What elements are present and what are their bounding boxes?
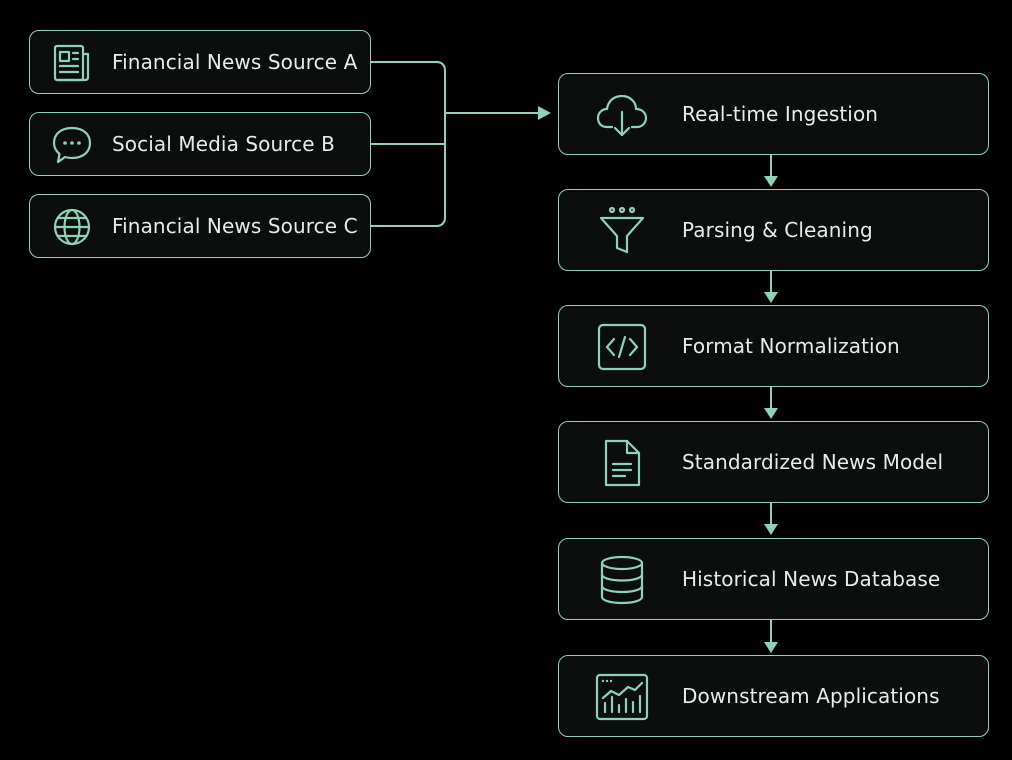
arrowhead-stage-5 [764, 642, 778, 653]
source-node-a: Financial News Source A [29, 30, 371, 94]
stage-format-normalization: Format Normalization [558, 305, 989, 387]
source-label: Financial News Source C [112, 214, 358, 238]
stage-label: Downstream Applications [682, 684, 940, 708]
connector-source-c [370, 112, 446, 227]
arrowhead-merge [538, 106, 551, 120]
source-label: Financial News Source A [112, 50, 358, 74]
database-icon [595, 555, 649, 605]
arrowhead-stage-3 [764, 408, 778, 419]
stage-label: Standardized News Model [682, 450, 944, 474]
document-icon [595, 438, 649, 488]
analytics-chart-icon [595, 672, 649, 722]
arrowhead-stage-1 [764, 176, 778, 187]
stage-label: Parsing & Cleaning [682, 218, 873, 242]
newspaper-icon [50, 41, 94, 85]
arrowhead-stage-2 [764, 292, 778, 303]
funnel-icon [595, 206, 649, 256]
globe-icon [50, 205, 94, 249]
stage-parsing-cleaning: Parsing & Cleaning [558, 189, 989, 271]
arrowhead-stage-4 [764, 524, 778, 535]
stage-label: Historical News Database [682, 567, 941, 591]
stage-historical-news-database: Historical News Database [558, 538, 989, 620]
cloud-download-icon [595, 90, 649, 140]
connector-source-a [370, 61, 446, 114]
code-icon [595, 322, 649, 372]
stage-downstream-applications: Downstream Applications [558, 655, 989, 737]
source-label: Social Media Source B [112, 132, 335, 156]
stage-realtime-ingestion: Real-time Ingestion [558, 73, 989, 155]
chat-bubble-icon [50, 123, 94, 167]
stage-label: Real-time Ingestion [682, 102, 879, 126]
source-node-c: Financial News Source C [29, 194, 371, 258]
source-node-b: Social Media Source B [29, 112, 371, 176]
stage-standardized-news-model: Standardized News Model [558, 421, 989, 503]
stage-label: Format Normalization [682, 334, 900, 358]
